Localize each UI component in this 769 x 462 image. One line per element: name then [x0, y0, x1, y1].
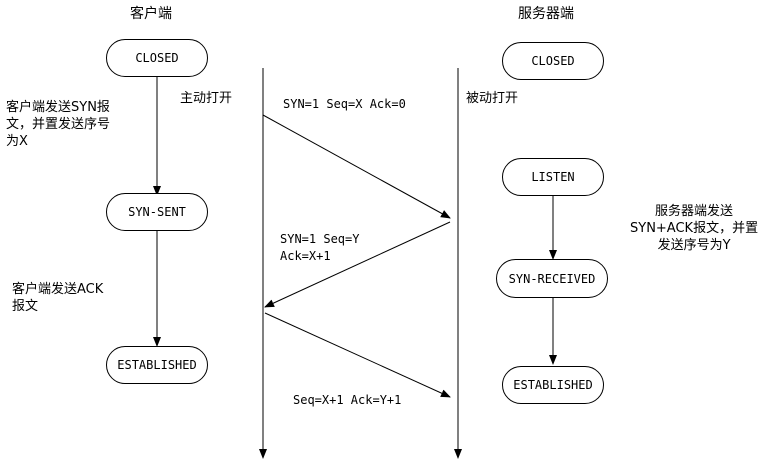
ack-message-arrow — [264, 312, 451, 398]
server-state-listen: LISTEN — [502, 158, 604, 196]
server-state-syn-received: SYN-RECEIVED — [496, 259, 608, 298]
client-syn-note: 客户端发送SYN报 文，并置发送序号 为X — [6, 100, 111, 149]
syn-message-arrow — [262, 114, 451, 219]
server-synack-note: 服务器端发送 SYN+ACK报文，并置 发送序号为Y — [630, 204, 759, 253]
server-title: 服务器端 — [518, 6, 574, 22]
client-state-syn-sent: SYN-SENT — [106, 193, 208, 231]
client-ack-note: 客户端发送ACK 报文 — [12, 282, 104, 314]
server-state-closed: CLOSED — [502, 42, 604, 80]
server-action-label: 被动打开 — [466, 91, 519, 106]
syn-message-label: SYN=1 Seq=X Ack=0 — [283, 97, 406, 111]
client-action-label: 主动打开 — [180, 91, 233, 106]
client-title: 客户端 — [130, 6, 172, 22]
synack-message-label: SYN=1 Seq=Y Ack=X+1 — [280, 232, 360, 263]
synack-message-arrow — [264, 221, 451, 308]
server-state-established: ESTABLISHED — [502, 366, 604, 404]
client-state-established: ESTABLISHED — [106, 346, 208, 384]
ack-message-label: Seq=X+1 Ack=Y+1 — [293, 393, 402, 407]
client-state-closed: CLOSED — [106, 39, 208, 77]
